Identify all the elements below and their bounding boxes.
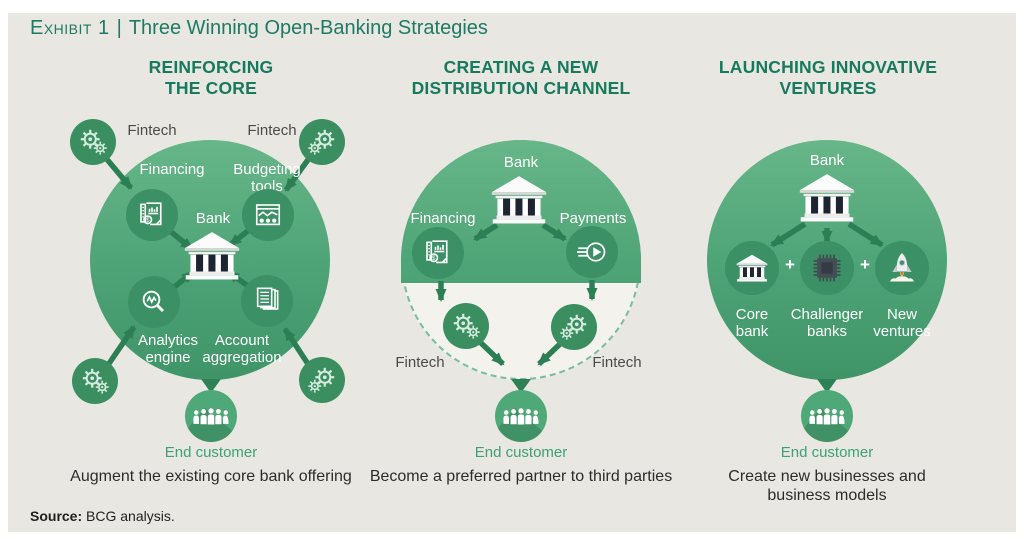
gears-icon	[559, 313, 588, 341]
fintech-gear-node	[299, 357, 345, 403]
gears-icon	[452, 312, 481, 340]
source-label: Source:	[30, 508, 83, 524]
end-customer-label: End customer	[474, 444, 568, 461]
strategy1-caption: Augment the existing core bank offering	[70, 468, 352, 485]
fintech-gear-node	[72, 358, 118, 404]
analytics-engine-node	[128, 276, 180, 328]
strategy3-heading: LAUNCHING INNOVATIVE VENTURES	[718, 57, 938, 98]
bank-icon	[491, 176, 547, 224]
payments-speed-icon	[577, 242, 606, 262]
fintech-label: Fintech	[127, 122, 177, 139]
end-customer-label: End customer	[780, 444, 874, 461]
strategy3-caption: Create new businesses and business model…	[728, 468, 926, 504]
strategy2-caption: Become a preferred partner to third part…	[369, 468, 673, 485]
exhibit-number: Exhibit 1	[30, 17, 110, 39]
bank-icon	[184, 232, 240, 280]
plus-sign: +	[860, 255, 870, 274]
exhibit-title: Exhibit 1 | Three Winning Open-Banking Str…	[30, 17, 488, 40]
account-aggregation-node	[241, 275, 293, 327]
people-group-icon	[193, 408, 229, 425]
end-customer-label: End customer	[164, 444, 258, 461]
fintech-gear-node	[551, 304, 597, 350]
payments-label: Payments	[559, 210, 627, 227]
fintech-gear-node	[70, 119, 116, 165]
people-group-icon	[809, 408, 845, 425]
strategy2-heading: CREATING A NEW DISTRIBUTION CHANNEL	[411, 57, 631, 98]
payments-node	[566, 226, 618, 278]
bank-label: Bank	[809, 152, 845, 169]
gears-icon	[307, 366, 336, 394]
title-separator: |	[116, 17, 122, 39]
financing-node: $	[412, 227, 464, 279]
challenger-banks-label: Challenger banks	[790, 306, 864, 340]
core-bank-label: Core bank	[735, 306, 769, 340]
stacked-documents-icon	[256, 287, 279, 310]
end-customer-node	[495, 390, 547, 442]
financing-label: Financing	[139, 161, 205, 178]
financing-document-icon: $	[140, 202, 162, 226]
new-ventures-label: New ventures	[873, 306, 931, 340]
fintech-gear-node	[299, 119, 345, 165]
new-ventures-node	[875, 241, 929, 295]
financing-label: Financing	[410, 210, 476, 227]
svg-text:$: $	[432, 255, 436, 262]
end-customer-node	[185, 390, 237, 442]
account-aggregation-label: Account aggregation	[202, 332, 282, 366]
gears-icon	[81, 367, 110, 395]
title-text: Three Winning Open-Banking Strategies	[128, 17, 488, 39]
chip-icon	[813, 254, 841, 282]
financing-document-icon: $	[426, 240, 448, 264]
source-note: Source: BCG analysis.	[30, 508, 175, 524]
financing-node: $	[126, 189, 178, 241]
strategy1-heading: REINFORCING THE CORE	[148, 57, 274, 98]
analytics-engine-label: Analytics engine	[137, 332, 199, 366]
challenger-banks-node	[800, 241, 854, 295]
dashboard-chart-icon	[255, 204, 281, 226]
core-bank-node	[725, 241, 779, 295]
end-customer-node	[801, 390, 853, 442]
people-group-icon	[503, 408, 539, 425]
fintech-gear-node	[443, 303, 489, 349]
fintech-label: Fintech	[247, 122, 297, 139]
plus-sign: +	[785, 255, 795, 274]
budgeting-tools-node	[242, 189, 294, 241]
fintech-label: Fintech	[395, 354, 445, 371]
bank-icon	[799, 174, 855, 222]
gears-icon	[79, 128, 108, 156]
small-bank-icon	[736, 254, 768, 282]
rocket-icon	[889, 253, 915, 282]
analytics-magnifier-icon	[142, 290, 165, 313]
bank-label: Bank	[195, 210, 231, 227]
source-text: BCG analysis.	[82, 508, 175, 524]
fintech-label: Fintech	[592, 354, 642, 371]
svg-text:$: $	[146, 217, 150, 224]
bank-label: Bank	[503, 154, 539, 171]
